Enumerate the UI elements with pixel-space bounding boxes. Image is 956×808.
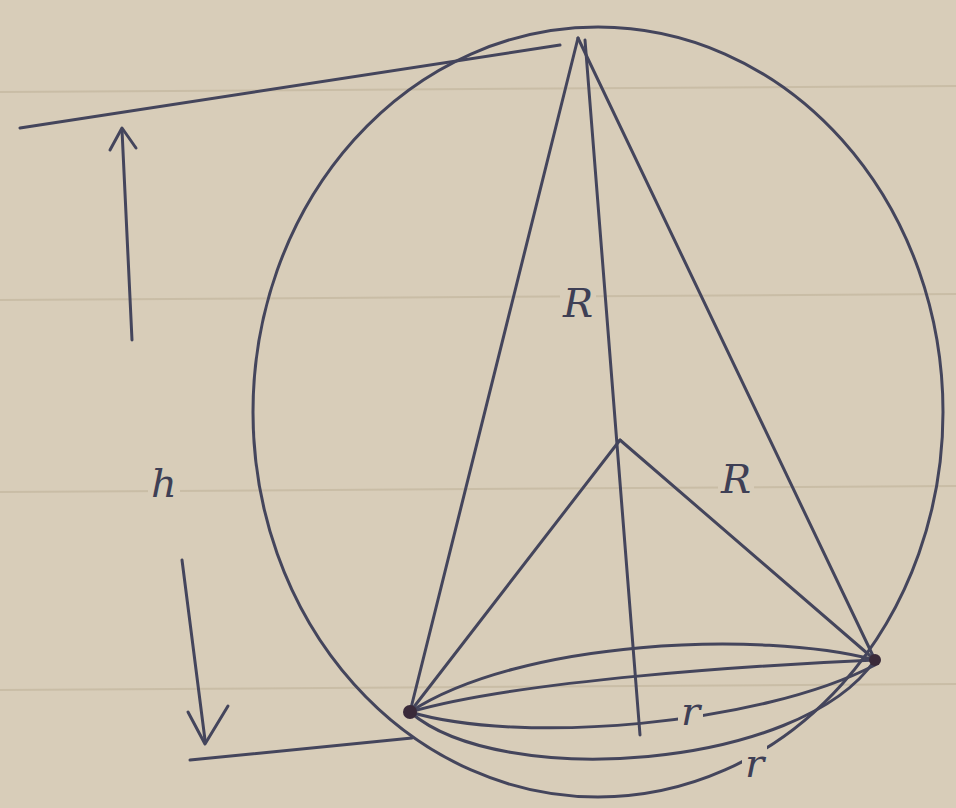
vertex-dot [869,654,881,666]
height-label: h [148,462,180,504]
base-ellipse [410,660,875,712]
base-ellipse [410,644,875,712]
dimension-line [190,738,412,760]
cone-slant [578,38,875,660]
dimension-arrow [122,130,132,340]
sphere-outline [253,27,943,797]
vertex-dot [403,705,417,719]
arrow-head [110,128,136,150]
dimension-arrow [182,560,205,740]
base-ellipse [410,660,875,759]
base-radius-label: r [678,690,703,732]
base-radius-line [410,665,875,728]
sphere-radius [410,440,620,712]
paper-lines [0,86,956,690]
radius-label: R [718,458,754,500]
cone-slant [410,38,578,712]
cone-axis [585,40,640,735]
dimension-line [20,45,560,128]
radius-label: R [560,282,596,324]
arrow-head [188,706,228,744]
sphere-radius [620,440,875,660]
base-radius-label: r [742,742,767,784]
